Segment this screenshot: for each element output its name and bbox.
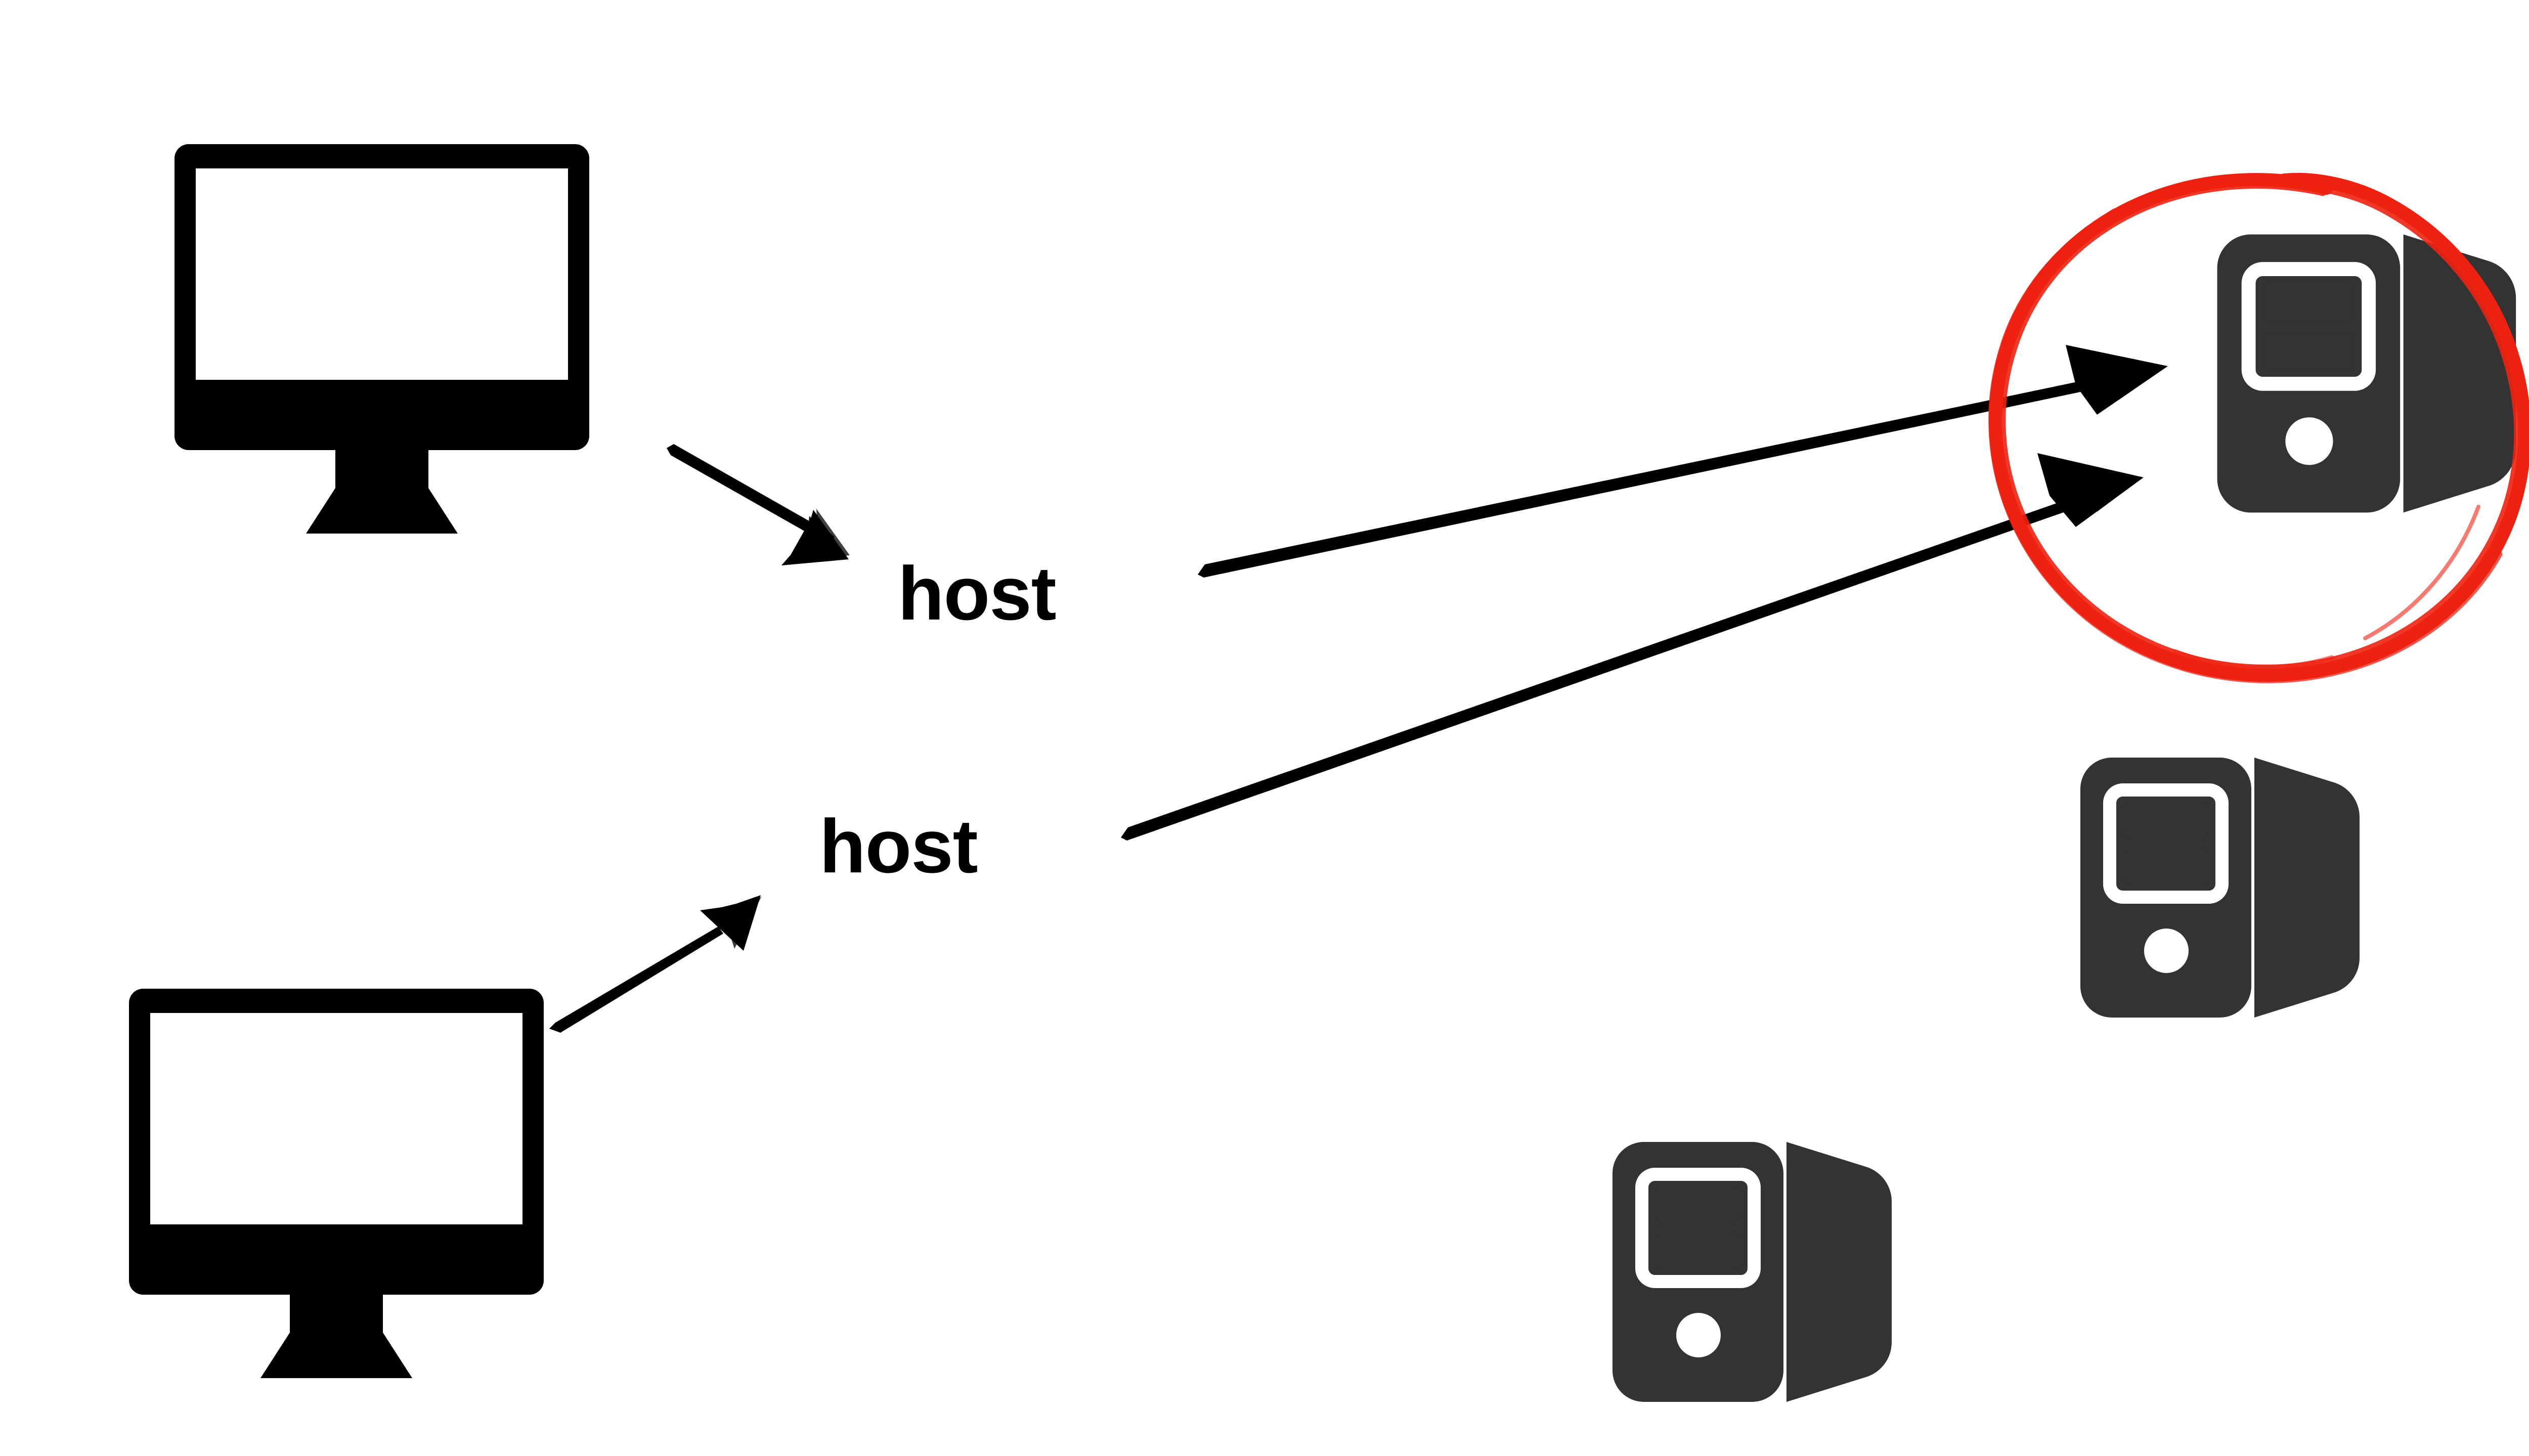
client-monitor-top (175, 144, 589, 534)
client-monitor-bottom (129, 989, 544, 1378)
host-label-upper: host (898, 551, 1057, 636)
host-label-lower: host (819, 804, 978, 889)
arrow-monitor-bottom-to-host (549, 895, 762, 1033)
arrow-host-to-server-upper (1198, 345, 2168, 578)
server-middle (2080, 758, 2360, 1018)
arrow-monitor-top-to-host (667, 444, 850, 565)
arrow-host-to-server-lower (1121, 453, 2144, 841)
server-bottom (1612, 1142, 1892, 1402)
red-selection-circle (1988, 172, 2529, 683)
